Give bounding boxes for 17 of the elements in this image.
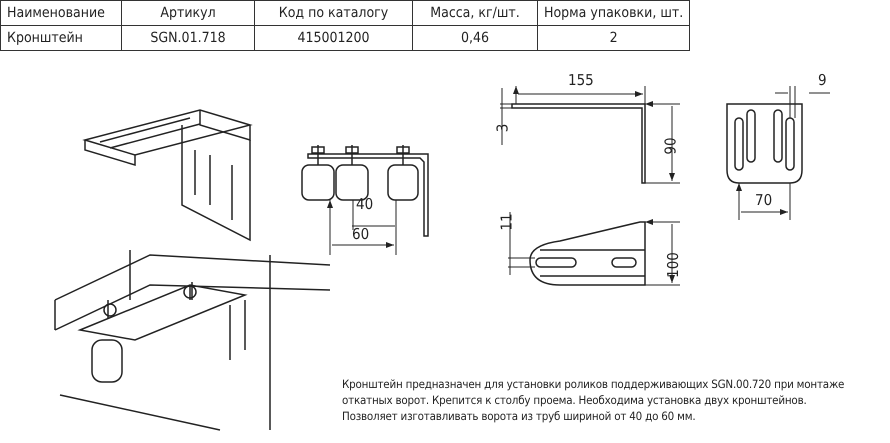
dimension-value: 70	[755, 192, 772, 208]
table-cell: 0,46	[412, 26, 538, 50]
table-cell: Кронштейн	[0, 26, 122, 50]
column-header: Код по каталогу	[254, 0, 412, 26]
column-header: Наименование	[0, 0, 122, 26]
column-header: Артикул	[122, 0, 254, 26]
table-cell: SGN.01.718	[122, 26, 254, 50]
column-header: Норма упаковки, шт.	[538, 0, 690, 26]
table-cell: 415001200	[254, 26, 412, 50]
dimension-value: 155	[568, 72, 594, 88]
dimension-value: 9	[818, 72, 827, 88]
dimension-value: 60	[352, 226, 370, 242]
dimension-value: 40	[356, 196, 374, 212]
column-header: Масса, кг/шт.	[412, 0, 538, 26]
table-cell: 2	[538, 26, 690, 50]
description-text: Позволяет изготавливать ворота из труб шириной от 40 до 60 мм.	[342, 408, 696, 424]
description-text: Кронштейн предназначен для установки роликов поддерживающих SGN.00.720 при монтаже откатных ворот. Крепится к столбу проема. Необходима установка двух кронштейнов.	[342, 376, 846, 408]
